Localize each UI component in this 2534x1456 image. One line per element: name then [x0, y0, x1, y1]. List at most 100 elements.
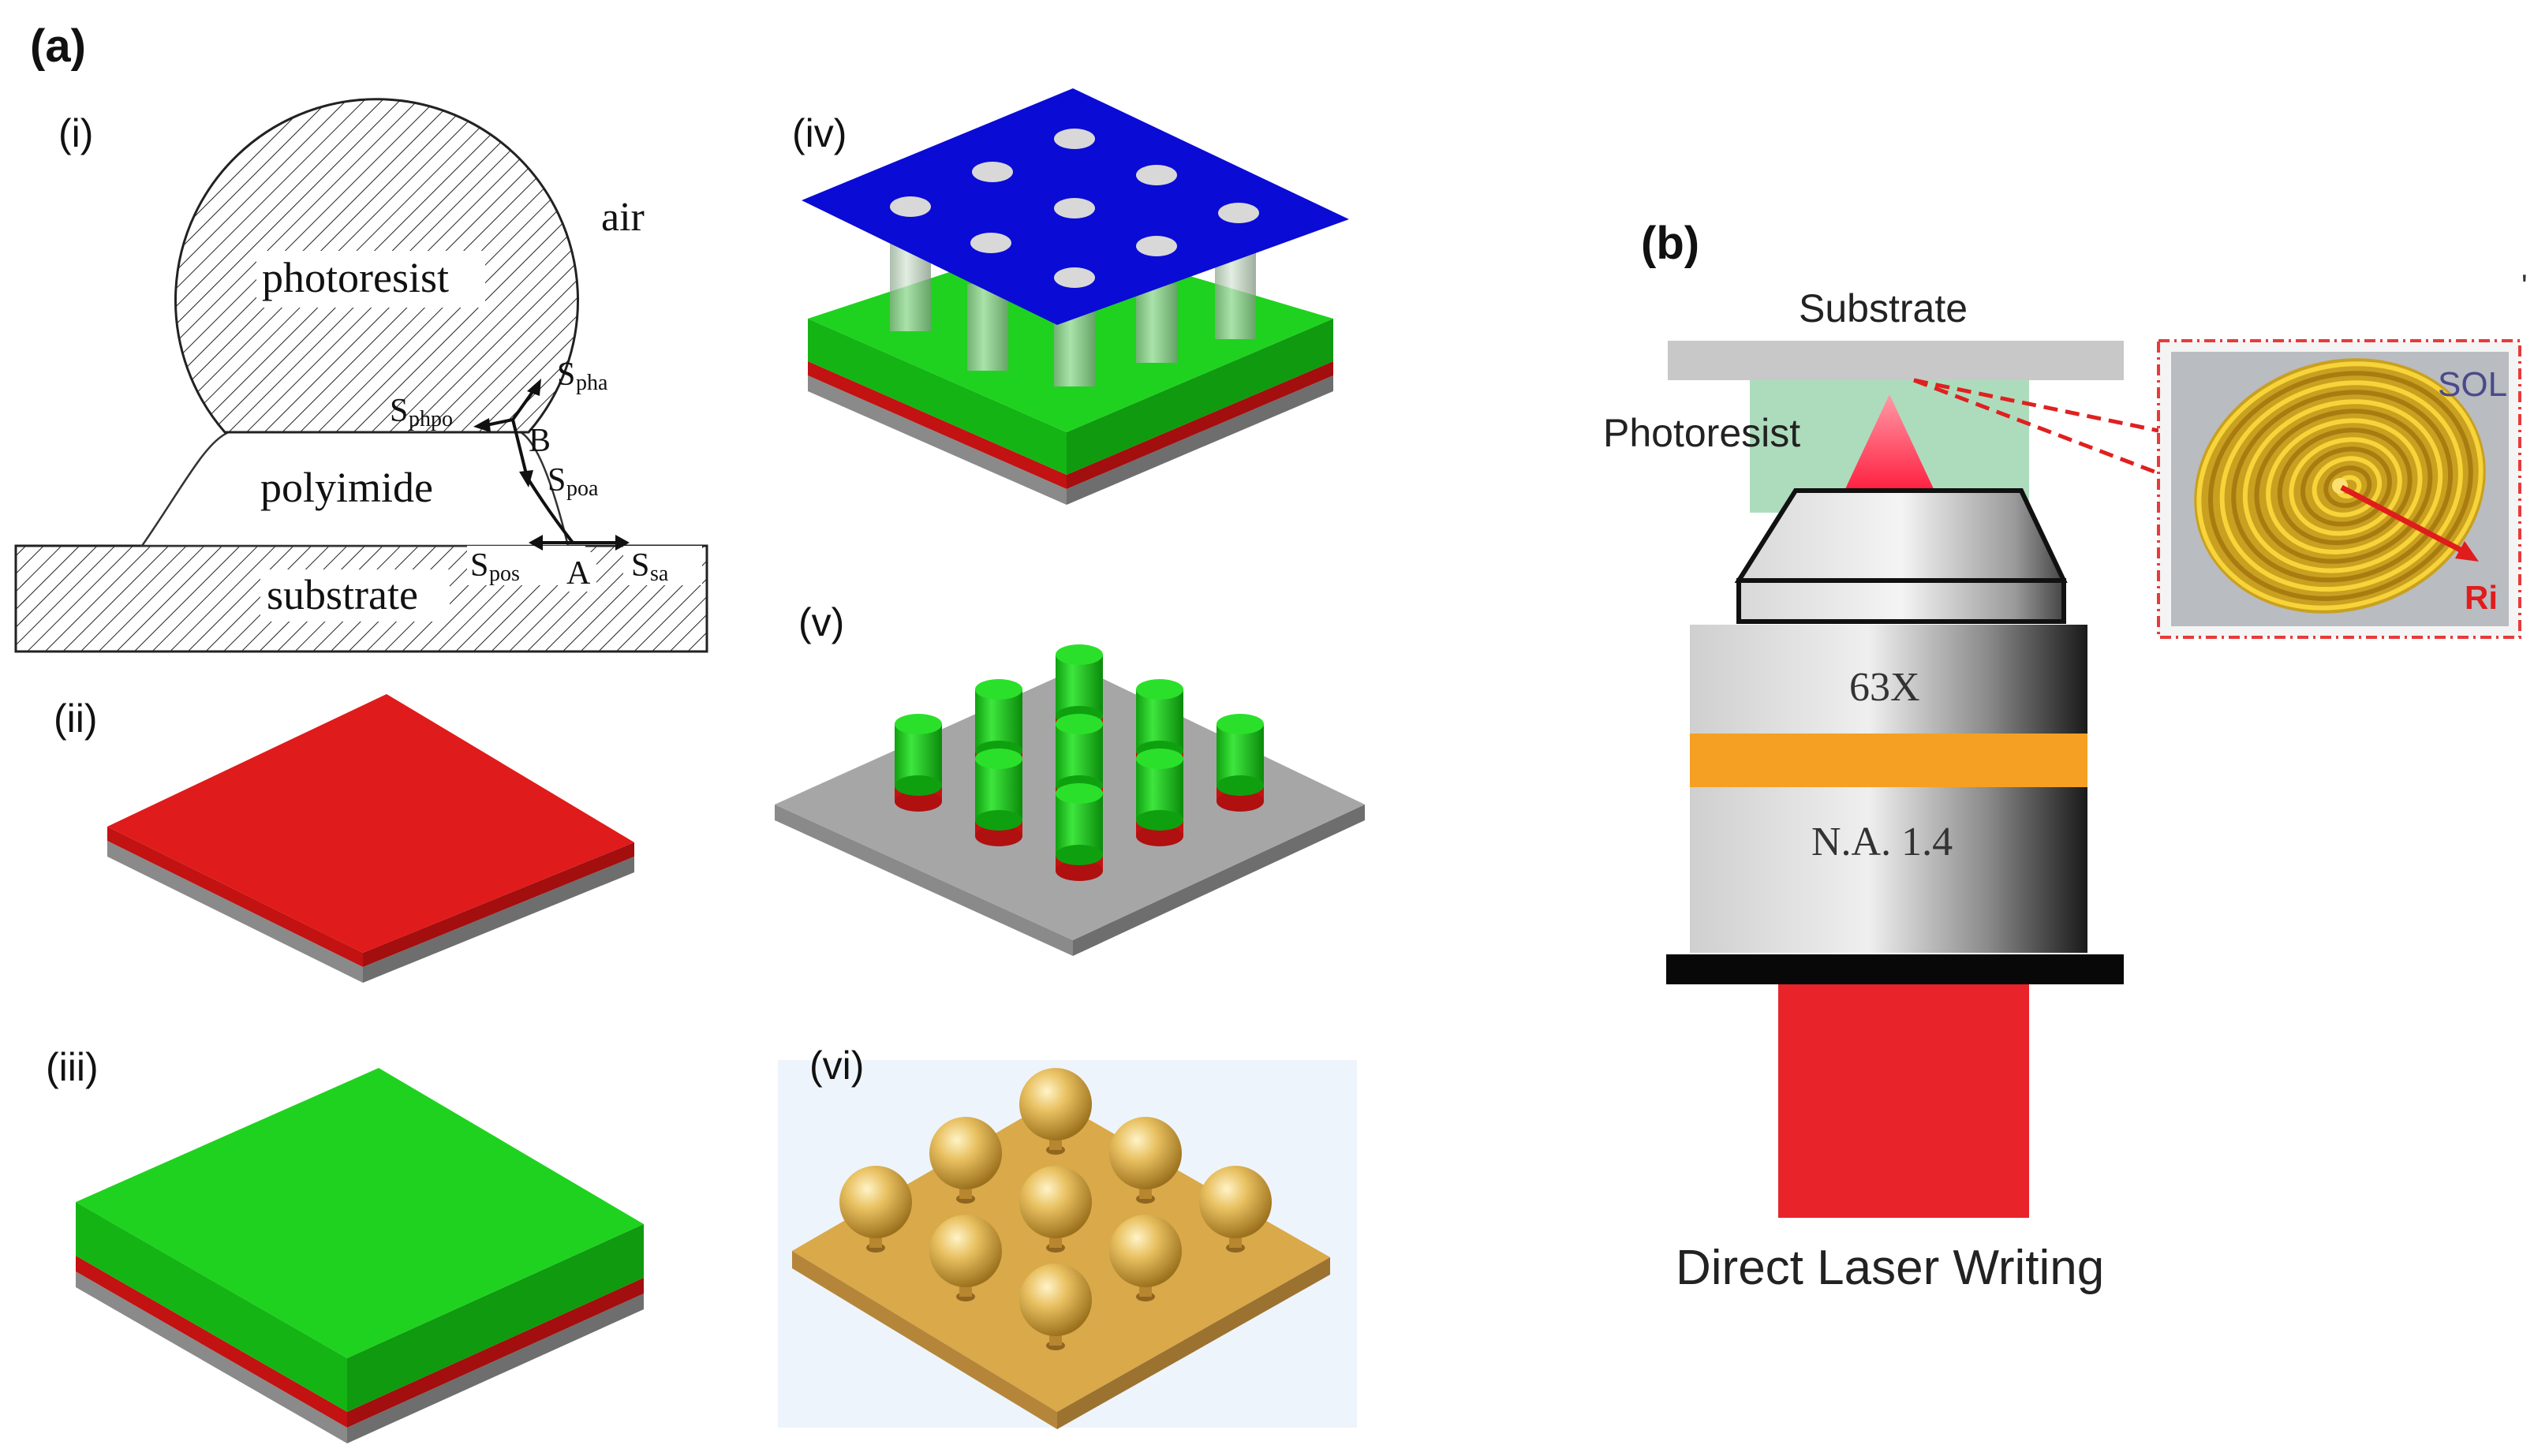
photoresist-label-bg — [256, 251, 485, 308]
subpanel-iii: (iii) — [46, 1045, 644, 1443]
subpanel-vi: (vi) — [778, 1043, 1357, 1429]
sphere-ball — [839, 1166, 912, 1238]
gold-sphere — [1019, 1068, 1092, 1155]
s-sa-sub: sa — [650, 562, 669, 586]
substrate-left-face — [107, 841, 363, 983]
objective-body-lower — [1690, 787, 2087, 953]
objective-nose — [1734, 488, 2068, 583]
direct-laser-writing-caption: Direct Laser Writing — [1676, 1241, 2104, 1295]
gold-base-top — [792, 1099, 1330, 1412]
point-a-label: A — [566, 555, 591, 592]
pillar-green-top — [1217, 714, 1264, 734]
s-pos-label: S pos — [470, 547, 520, 586]
photoresist-title: Photoresist — [1603, 411, 1800, 455]
s-phpo-main: S — [390, 393, 408, 429]
pillar-green-bottom — [1056, 845, 1103, 865]
substrate-right-face — [363, 857, 634, 983]
pillar-green-top — [1056, 644, 1103, 665]
s-pos-sub: pos — [489, 562, 520, 586]
pillar-green-top — [895, 714, 942, 734]
force-arrowheads — [473, 379, 630, 551]
radius-arrow-head — [2455, 541, 2479, 562]
objective-body-upper — [1690, 625, 2087, 734]
s-poa-main: S — [548, 462, 566, 498]
green-layer-right-face — [347, 1224, 644, 1412]
spiral-optical-lens — [2194, 358, 2486, 614]
green-layer-right-face — [1067, 319, 1333, 475]
lens-ring — [2254, 409, 2433, 564]
glass-substrate — [1668, 341, 2124, 380]
magnification-label: 63X — [1849, 665, 1920, 710]
sphere-ball — [1019, 1068, 1092, 1141]
pillar-grid — [895, 644, 1264, 881]
pillar-green-bottom — [975, 810, 1022, 831]
pillar-green-top — [1056, 714, 1103, 734]
sphere-ball — [929, 1117, 1002, 1189]
substrate-right-face — [347, 1294, 644, 1443]
substrate-label-bg — [260, 569, 450, 622]
pillar-green-top — [975, 679, 1022, 700]
pillar-green-bottom — [1136, 810, 1183, 831]
objective-collar — [1736, 578, 2066, 624]
s-phpo-label: S phpo — [390, 393, 453, 431]
subpanel-vi-label: (vi) — [809, 1043, 864, 1088]
lens-ring — [2312, 456, 2383, 517]
stray-tick-mark: ' — [2521, 269, 2528, 304]
gold-sphere — [1019, 1264, 1092, 1350]
red-layer-right-face — [347, 1278, 644, 1428]
a-label-bg — [562, 552, 596, 592]
sphere-ball — [1199, 1166, 1272, 1238]
s-poa-sub: poa — [566, 476, 599, 501]
lens-ring — [2242, 399, 2443, 573]
lens-ring — [2219, 380, 2463, 592]
s-sa-main: S — [631, 547, 649, 584]
gold-sphere — [929, 1215, 1002, 1301]
lens-ring — [2289, 437, 2402, 536]
gold-base-left-face — [792, 1251, 1057, 1429]
lens-ring — [2277, 427, 2413, 546]
pillar-red-bottom — [975, 826, 1022, 846]
s-phpo-sub: phpo — [409, 407, 453, 431]
gold-sphere — [1019, 1166, 1092, 1253]
subpanel-iv: (iv) — [792, 88, 1349, 505]
inset-ri-label: Ri — [2465, 579, 2498, 616]
callout-line-top — [1913, 378, 2159, 433]
radius-arrow-line — [2340, 484, 2469, 557]
red-layer-top — [107, 694, 634, 953]
subpanel-ii: (ii) — [54, 694, 634, 983]
gold-base-right-face — [1057, 1257, 1330, 1429]
point-b-label: B — [529, 423, 551, 459]
substrate-left-face — [808, 375, 1067, 505]
substrate-right-face — [1067, 375, 1333, 505]
s-sa-label-bg — [623, 546, 702, 585]
subpanel-i-label: (i) — [58, 111, 93, 155]
substrate-left-face — [76, 1271, 347, 1443]
substrate-left-face — [775, 805, 1073, 956]
subpanel-ii-label: (ii) — [54, 696, 98, 741]
laser-beam — [1778, 984, 2029, 1218]
subpanel-iii-label: (iii) — [46, 1045, 99, 1089]
pillar-green-bottom — [1217, 775, 1264, 796]
subpanel-iv-label: (iv) — [792, 111, 847, 155]
polyimide-label: polyimide — [260, 464, 433, 511]
pillar — [1136, 749, 1183, 846]
panel-a-label: (a) — [30, 21, 86, 72]
gold-sphere — [1109, 1215, 1182, 1301]
subpanel-i: (i) air photoresist polyimide substrate — [14, 98, 708, 653]
lens-ring — [2231, 390, 2454, 583]
objective-base-plate — [1666, 954, 2124, 984]
lens-ring — [2207, 371, 2473, 601]
gold-sphere — [929, 1117, 1002, 1204]
gold-sphere — [839, 1166, 912, 1253]
subpanel-v-label: (v) — [798, 600, 844, 644]
sphere-ball — [1019, 1166, 1092, 1238]
s-sa-label: S sa — [631, 547, 669, 586]
sphere-grid — [839, 1068, 1272, 1350]
mask-holes — [890, 129, 1259, 288]
substrate-label: substrate — [267, 571, 418, 618]
substrate-title: Substrate — [1799, 286, 1968, 330]
red-layer-right-face — [363, 842, 634, 967]
pillar-red-bottom — [1136, 826, 1183, 846]
photoresist-label: photoresist — [262, 254, 449, 301]
